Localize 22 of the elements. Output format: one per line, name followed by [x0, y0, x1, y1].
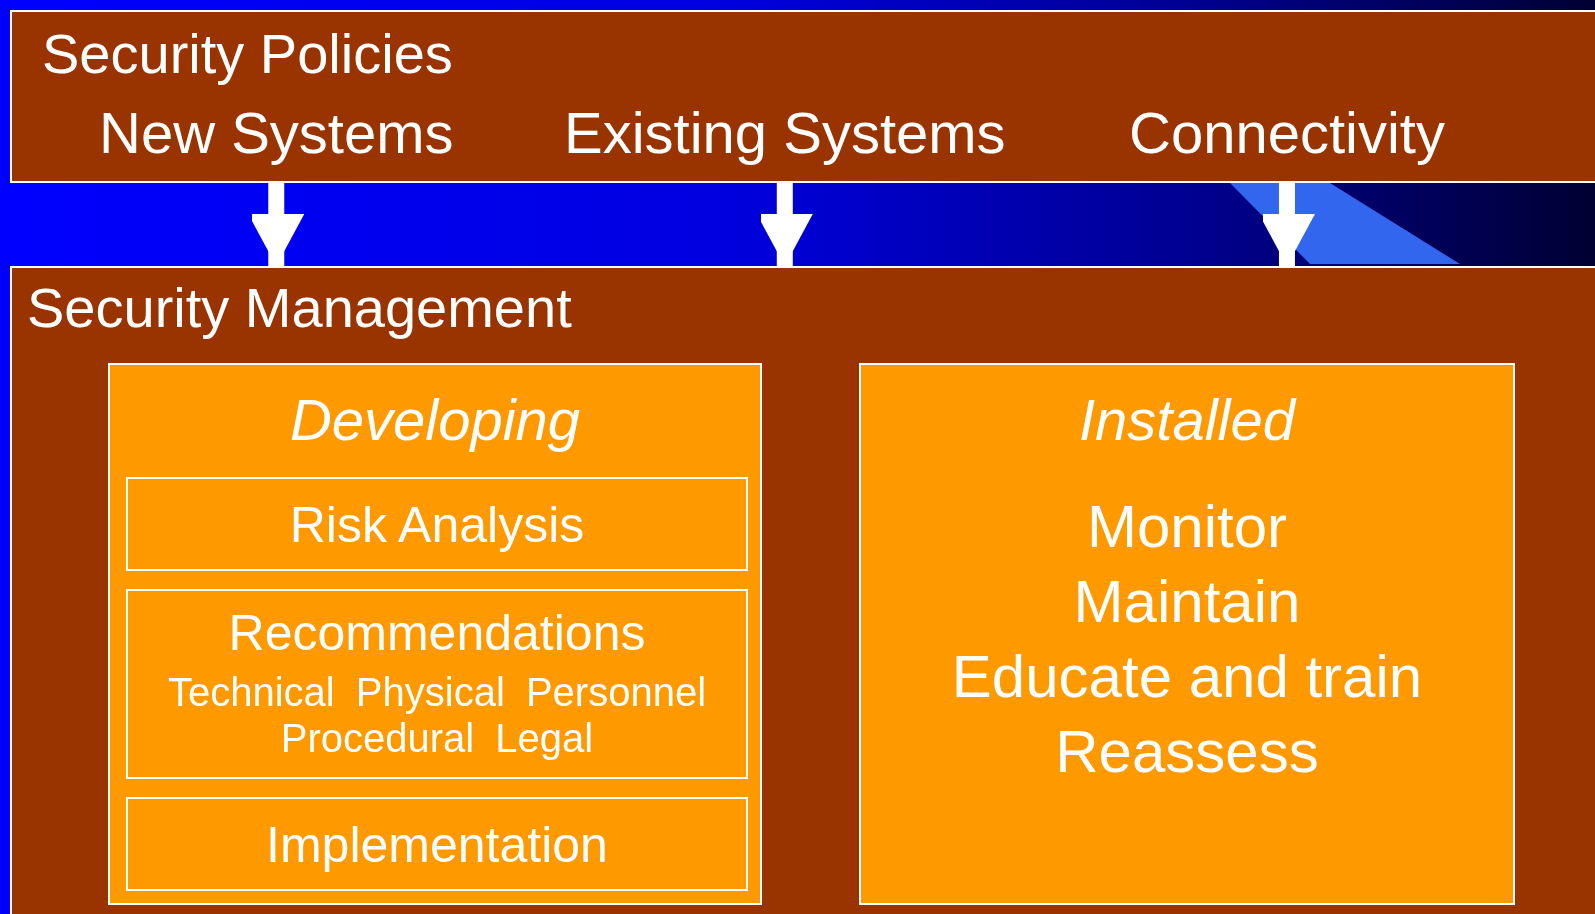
- step-box: [126, 477, 748, 571]
- phase-box: [108, 363, 762, 905]
- category-label: Existing Systems: [564, 100, 1006, 167]
- step-box: [126, 589, 748, 779]
- step-label: Implementation: [265, 817, 609, 875]
- category-label: New Systems: [99, 100, 454, 167]
- task-label: Reassess: [1054, 716, 1320, 786]
- management-panel: [10, 266, 1595, 914]
- category-label: Connectivity: [1129, 100, 1445, 167]
- phase-title: Developing: [288, 387, 582, 454]
- step-box: [126, 797, 748, 891]
- phase-title: Installed: [1078, 387, 1298, 454]
- policy-banner: [10, 10, 1595, 183]
- sub-items-text: Technical Physical Personnel Procedural Legal: [166, 668, 707, 761]
- task-label: Maintain: [1072, 566, 1302, 636]
- panel-heading: Security Management: [27, 276, 572, 341]
- task-label: Educate and train: [950, 641, 1424, 711]
- task-label: Monitor: [1085, 491, 1289, 561]
- phase-box: [859, 363, 1515, 905]
- panel-heading: Security Policies: [42, 22, 453, 87]
- step-label: Recommendations: [227, 605, 647, 663]
- step-label: Risk Analysis: [288, 497, 586, 555]
